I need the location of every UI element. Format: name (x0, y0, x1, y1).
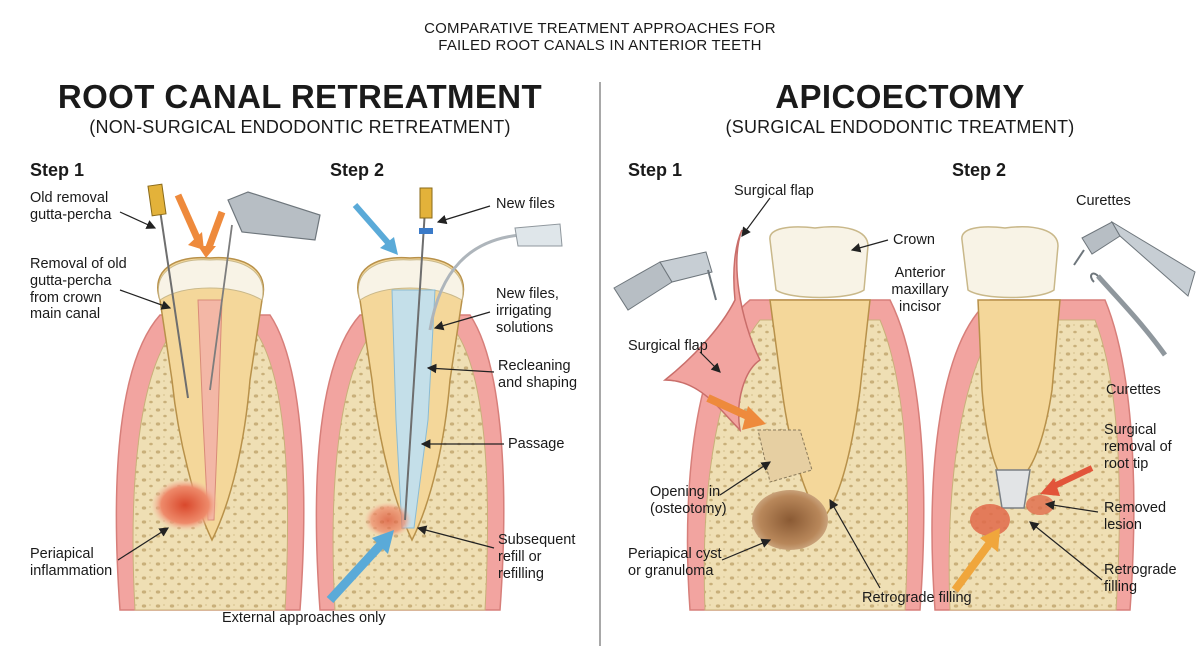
curette-instrument-top (1110, 220, 1196, 297)
label-removal-old-gutta-percha: Removal of old gutta-percha from crown m… (30, 256, 127, 323)
curette-instrument-bottom (1096, 274, 1168, 357)
label-periapical-cyst: Periapical cyst or granuloma (628, 546, 722, 579)
label-recleaning-shaping: Recleaning and shaping (498, 358, 578, 391)
irrigant-canal (391, 289, 436, 529)
label-curettes-top: Curettes (1076, 193, 1131, 209)
left-step1-tooth (115, 183, 321, 611)
label-surgical-flap-mid: Surgical flap (628, 338, 708, 354)
right-step1-tooth (613, 226, 925, 611)
handpiece-left (227, 191, 321, 241)
new-file (404, 209, 426, 521)
irrigation-syringe (514, 223, 563, 247)
figure-title: COMPARATIVE TREATMENT APPROACHES FOR FAI… (424, 20, 776, 55)
right-step2-tooth (931, 220, 1196, 611)
crown-shape (769, 226, 869, 299)
label-crown: Crown (893, 232, 935, 248)
left-step1-label: Step 1 (30, 160, 85, 180)
left-panel-title: ROOT CANAL RETREATMENT (57, 78, 543, 115)
right-panel-title: APICOECTOMY (775, 78, 1025, 115)
label-retrograde-filling-bottom: Retrograde filling (862, 590, 972, 606)
handpiece-right (659, 251, 713, 283)
label-anterior-maxillary-incisor: Anterior maxillary incisor (891, 265, 949, 315)
endo-file-left (159, 209, 189, 399)
label-periapical-inflammation: Periapical inflammation (30, 546, 113, 579)
label-removed-lesion: Removed lesion (1104, 500, 1167, 533)
label-surgical-removal-root-tip: Surgical removal of root tip (1104, 422, 1172, 472)
label-opening-osteotomy: Opening in (osteotomy) (650, 484, 727, 517)
leader-lines (117, 197, 1103, 589)
right-step2-label: Step 2 (952, 160, 1007, 180)
label-external-approaches: External approaches only (222, 610, 386, 626)
label-retrograde-filling-right: Retrograde filling (1104, 562, 1177, 595)
label-surgical-flap-top: Surgical flap (734, 183, 814, 199)
right-step1-label: Step 1 (628, 160, 683, 180)
label-old-removal: Old removal gutta-percha (30, 190, 112, 223)
periapical-inflammation-mark (151, 479, 219, 531)
label-new-files: New files (496, 196, 555, 212)
label-passage: Passage (508, 436, 565, 452)
periapical-cyst-mark (752, 490, 828, 550)
label-curettes-mid: Curettes (1106, 382, 1161, 398)
external-approach-arrow (326, 536, 389, 604)
retrograde-filling-mark (995, 469, 1031, 509)
label-subsequent-refill: Subsequent refill or refilling (498, 532, 576, 582)
left-step2-tooth (315, 187, 563, 611)
left-panel-subtitle: (NON-SURGICAL ENDODONTIC RETREATMENT) (89, 117, 511, 137)
label-new-files-irrigating: New files, irrigating solutions (496, 286, 559, 336)
right-panel-subtitle: (SURGICAL ENDODONTIC TREATMENT) (725, 117, 1075, 137)
left-step2-label: Step 2 (330, 160, 385, 180)
